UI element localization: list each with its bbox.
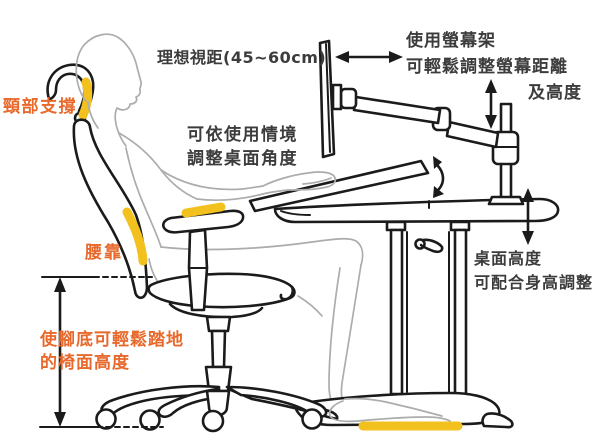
chair-base-leg-mid: [157, 387, 219, 419]
desk-base-foot-right: [481, 412, 514, 429]
monitor-vesa-plate: [331, 83, 343, 111]
label-ideal-viewing-distance: 理想視距(45~60cm): [157, 48, 327, 67]
person-hand-knuckles: [302, 177, 332, 185]
seat-height-note-line2: 的椅面高度: [40, 353, 130, 373]
armrest-pad-highlight: [181, 202, 226, 218]
arrowhead-right: [389, 51, 403, 63]
chair-caster-4[interactable]: [301, 408, 323, 430]
person-calf-back: [328, 267, 341, 403]
person-figure: [75, 33, 364, 403]
desk-height-note-line1: 桌面高度: [474, 249, 543, 268]
person-overlays: [262, 171, 451, 423]
monitor-assembly: [318, 39, 525, 206]
chair-caster-1[interactable]: [95, 408, 117, 430]
headrest-pad-highlight: [78, 77, 93, 120]
monitor-pole-foot: [487, 195, 525, 206]
person-shin-front: [340, 264, 362, 402]
desk-surface-edge-line: [280, 210, 311, 216]
armrest-pad[interactable]: [161, 209, 245, 234]
arrowhead-up: [485, 79, 497, 93]
person-neck: [87, 101, 99, 129]
label-desk-angle-note: 可依使用情境 調整桌面角度: [187, 123, 298, 171]
chair-caster-3[interactable]: [201, 409, 225, 433]
label-seat-height-note: 使腳底可輕鬆踏地 的椅面高度: [40, 329, 184, 375]
adjustable-desk: [248, 159, 560, 396]
monitor-arm-note-line1: 使用螢幕架: [406, 31, 496, 51]
monitor-screen: [318, 39, 336, 159]
arrowhead-down: [54, 412, 66, 427]
chair-column-collar: [205, 315, 232, 333]
annotation-arrows: [39, 51, 534, 428]
screen-height-arrow: [485, 79, 497, 129]
person-knee-back: [297, 295, 323, 317]
chair-column-shaft[interactable]: [210, 329, 227, 369]
person-foot: [328, 400, 451, 423]
arrowhead-down: [433, 186, 444, 198]
desk-height-note-line2: 可配合身高調整: [474, 273, 594, 292]
arrowhead-down: [522, 231, 534, 245]
seat-height-note-line1: 使腳底可輕鬆踏地: [40, 330, 184, 350]
desk-tilt-board: [248, 159, 430, 213]
label-desk-height-note: 桌面高度 可配合身高調整: [474, 247, 593, 295]
chair-seat-underside: [168, 302, 264, 319]
backrest: [72, 118, 149, 300]
person-forearm-bottom: [196, 193, 264, 202]
person-thigh: [160, 237, 364, 266]
monitor-distance-arrow: [335, 51, 403, 63]
desk-angle-note-line1: 可依使用情境: [187, 125, 298, 145]
desk-angle-note-line2: 調整桌面角度: [187, 149, 298, 169]
monitor-screen-back-line: [325, 43, 331, 153]
seat-height-dimension: [39, 276, 164, 428]
monitor-arm-note-line3: 及高度: [528, 83, 582, 103]
arrowhead-up: [433, 156, 442, 169]
arrowhead-up: [522, 188, 534, 202]
chair-caster-2[interactable]: [139, 409, 161, 431]
person-hand: [262, 171, 337, 195]
desk-height-arrow: [522, 188, 534, 245]
desk-tilt-arrow: [433, 156, 445, 198]
label-neck-support: 頸部支撐: [3, 97, 77, 117]
headrest: [46, 63, 95, 117]
office-chair-rear: [46, 63, 149, 300]
person-foot-top: [344, 397, 443, 417]
label-lumbar-support: 腰靠: [85, 243, 123, 263]
desk-leg-left: [389, 228, 404, 396]
desk-leg-right: [453, 228, 468, 396]
label-monitor-arm-note: 使用螢幕架 可輕鬆調整螢幕距離 及高度: [406, 28, 582, 106]
chair-base-leg-right: [225, 385, 328, 419]
person-torso-front: [125, 147, 162, 248]
lumbar-pad-highlight: [122, 207, 148, 266]
chair-seat: [147, 272, 296, 309]
arrowhead-left: [335, 51, 349, 63]
arrowhead-up: [54, 277, 66, 292]
desk-crank-handle[interactable]: [419, 238, 444, 254]
monitor-arm-note-line2: 可輕鬆調整螢幕距離: [406, 57, 568, 77]
monitor-vesa-joint: [339, 87, 358, 110]
office-chair-front: [95, 202, 339, 433]
armrest-post[interactable]: [187, 228, 209, 312]
desk-surface: [273, 197, 560, 224]
arrowhead-down: [485, 115, 497, 129]
monitor-arm-lower: [445, 120, 500, 149]
chair-seat-front-curl: [279, 285, 295, 301]
person-forearm-top: [160, 169, 264, 191]
person-head: [75, 33, 143, 147]
